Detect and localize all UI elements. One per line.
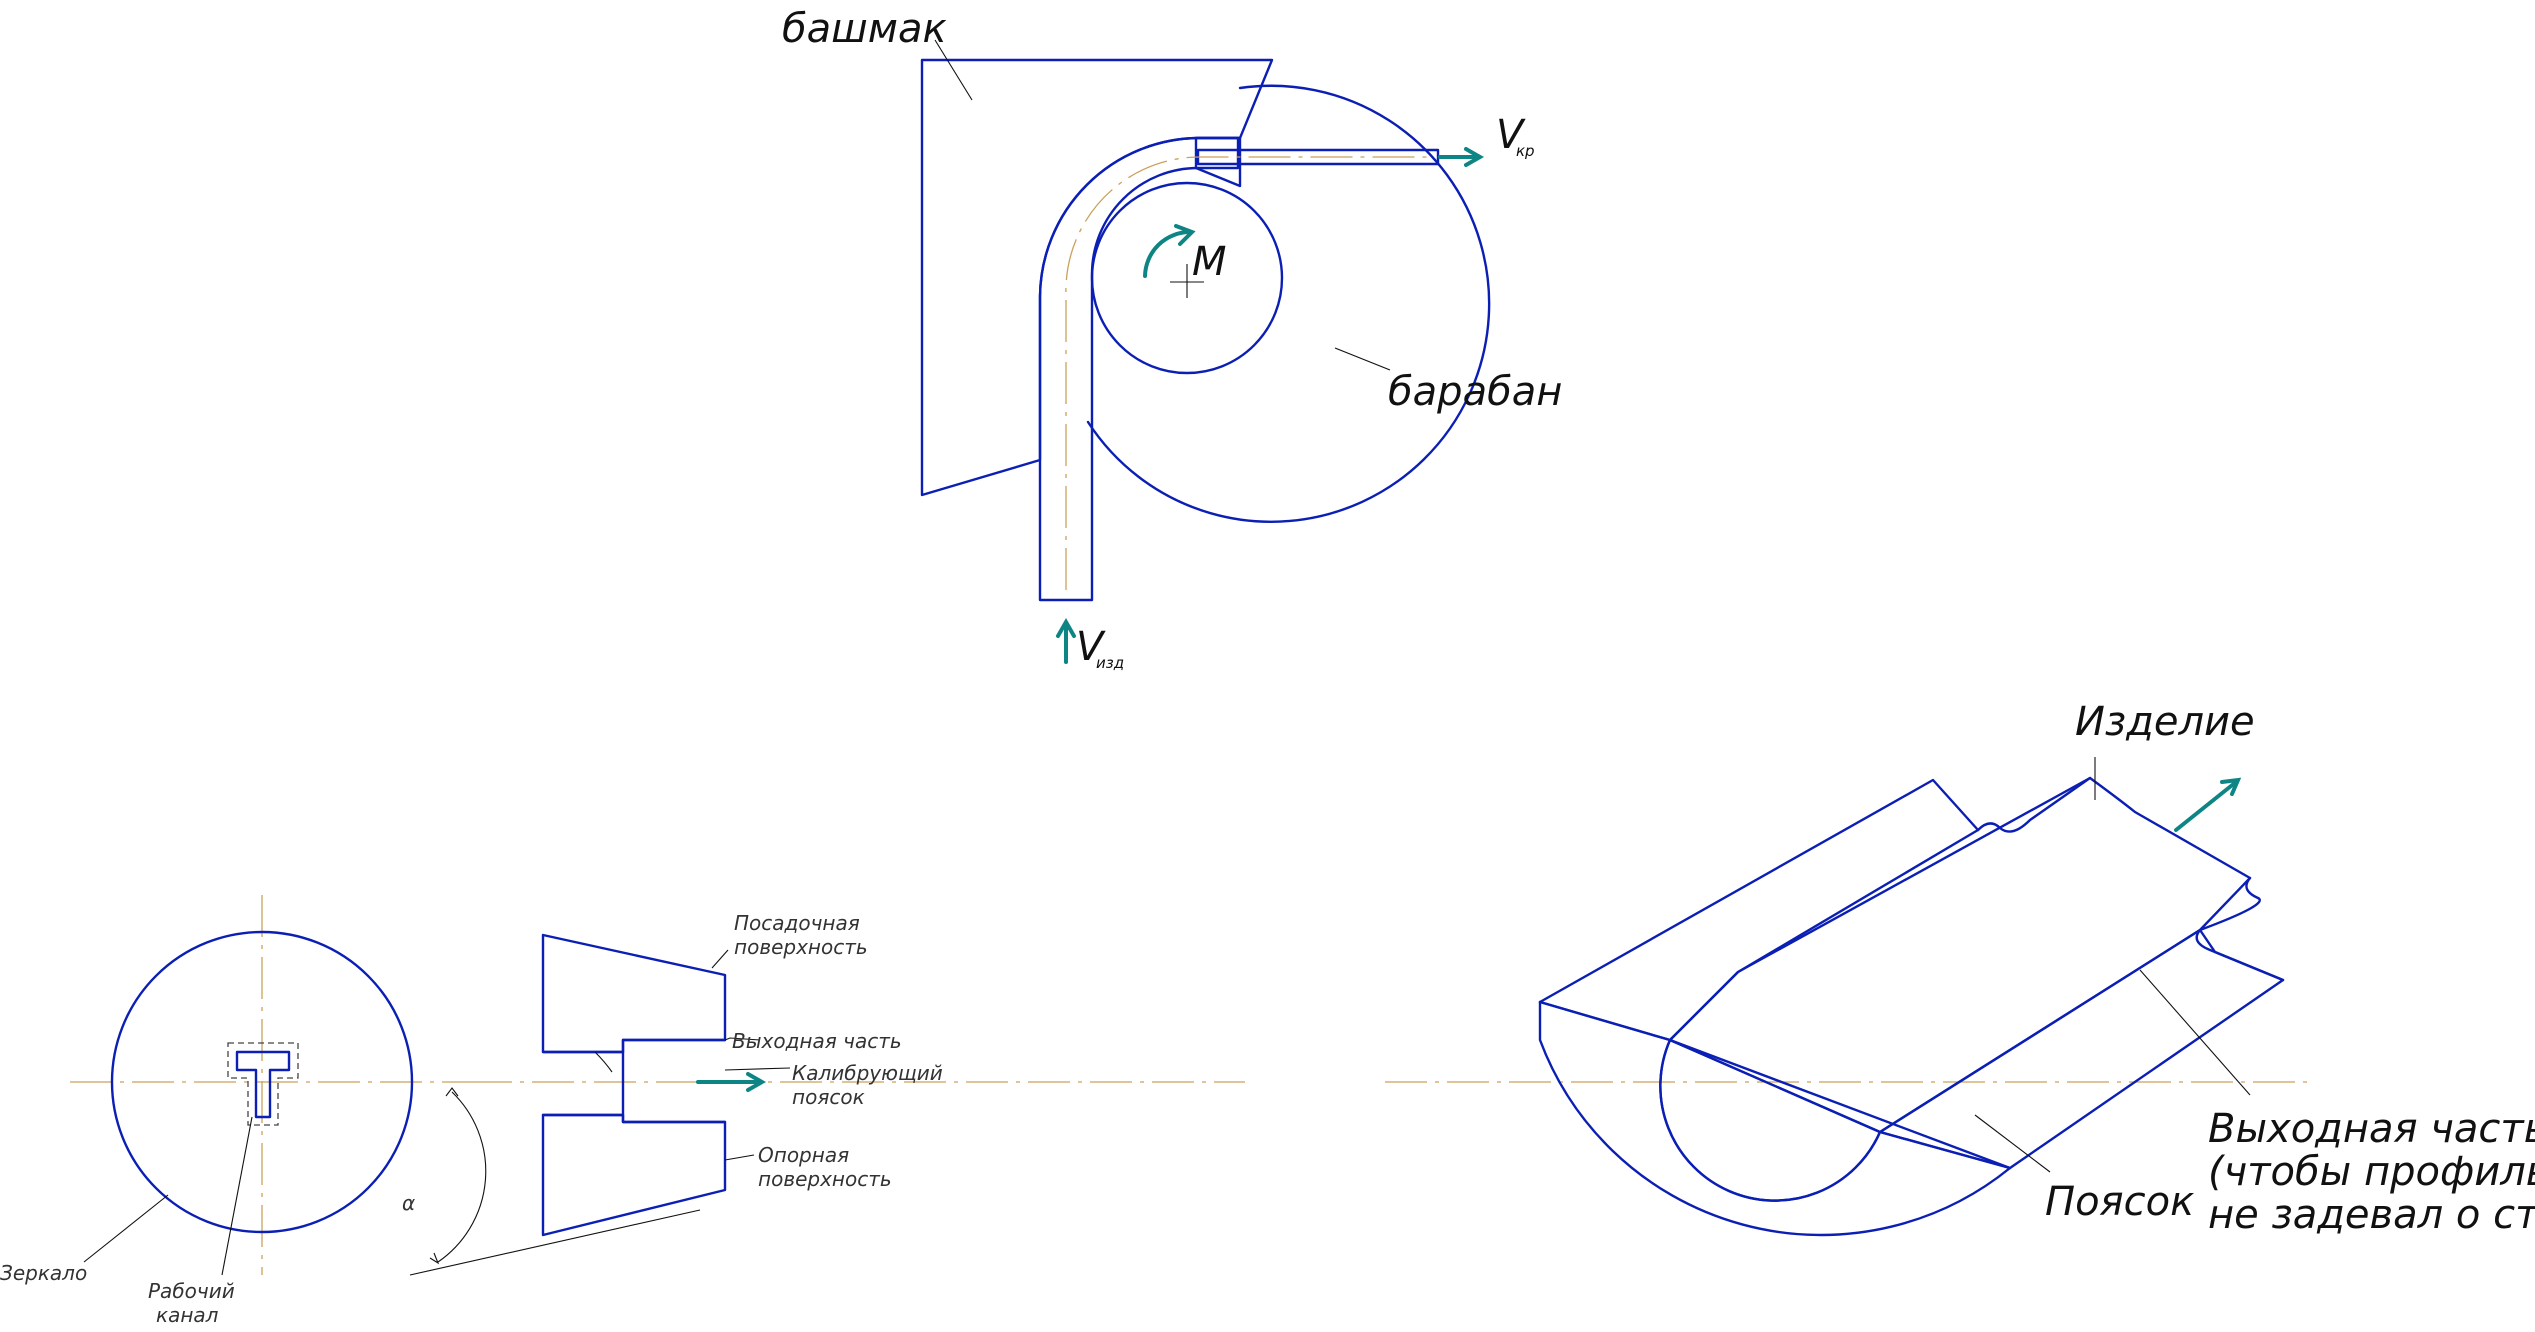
exit-part-line1: Выходная часть — [2208, 1106, 2535, 1152]
die-section-lower — [541, 1113, 727, 1237]
drum-bending-scheme: M V кр V изд башмак барабан — [782, 6, 1562, 672]
die-isometric-view: Изделие Поясок Выходная часть (чтобы про… — [1385, 699, 2535, 1238]
channel-label-line2: канал — [156, 1303, 219, 1327]
support-surface-line2: поверхность — [758, 1167, 892, 1191]
strip-centerline — [1065, 156, 1430, 590]
exit-part-line3: не задевал о стенки) — [2208, 1192, 2535, 1238]
channel-label-line1: Рабочий — [148, 1279, 235, 1303]
shoe-leader — [934, 39, 973, 101]
mirror-leader — [83, 1194, 169, 1263]
exit-part-leader — [2139, 969, 2251, 1096]
alpha-ray — [409, 1209, 701, 1276]
support-surface-line1: Опорная — [758, 1143, 849, 1167]
calibrating-belt-line2: поясок — [792, 1085, 865, 1109]
drum-slot-wedge — [1194, 136, 1242, 188]
die-section-view: α Посадочная поверхность Выходная часть … — [402, 911, 1245, 1276]
v-izd-label: V — [1076, 624, 1106, 670]
v-kr-label: V — [1496, 112, 1526, 158]
alpha-arc — [437, 1091, 487, 1263]
seating-surface-line2: поверхность — [734, 935, 868, 959]
die-front-view: Зеркало Рабочий канал — [0, 895, 470, 1327]
seating-surface-line1: Посадочная — [734, 911, 860, 935]
shoe-label: башмак — [782, 6, 947, 52]
drum-leader — [1334, 347, 1391, 371]
calibrating-belt-line1: Калибрующий — [792, 1061, 943, 1085]
die-mirror-circle — [110, 930, 414, 1234]
die-body-upper — [1538, 778, 1980, 1042]
v-kr-subscript: кр — [1516, 142, 1535, 160]
belt-leader — [1974, 1114, 2051, 1173]
moment-label: M — [1192, 239, 1227, 285]
v-izd-subscript: изд — [1096, 654, 1124, 672]
drum-outer-circle — [1086, 84, 1491, 523]
channel-leader — [221, 1116, 253, 1276]
product-direction-arrow — [2174, 780, 2238, 832]
working-channel — [235, 1050, 291, 1119]
drum-label: барабан — [1388, 369, 1562, 415]
alpha-label: α — [402, 1191, 415, 1215]
exit-part-line2: (чтобы профиль — [2208, 1149, 2535, 1195]
mirror-label: Зеркало — [0, 1261, 87, 1285]
die-section-upper — [541, 933, 727, 1054]
exit-part-label-small: Выходная часть — [732, 1029, 902, 1053]
belt-label: Поясок — [2045, 1179, 2194, 1225]
product-label: Изделие — [2075, 699, 2255, 745]
moment-arrow — [1143, 230, 1192, 278]
workpiece-strip — [1038, 136, 1240, 602]
